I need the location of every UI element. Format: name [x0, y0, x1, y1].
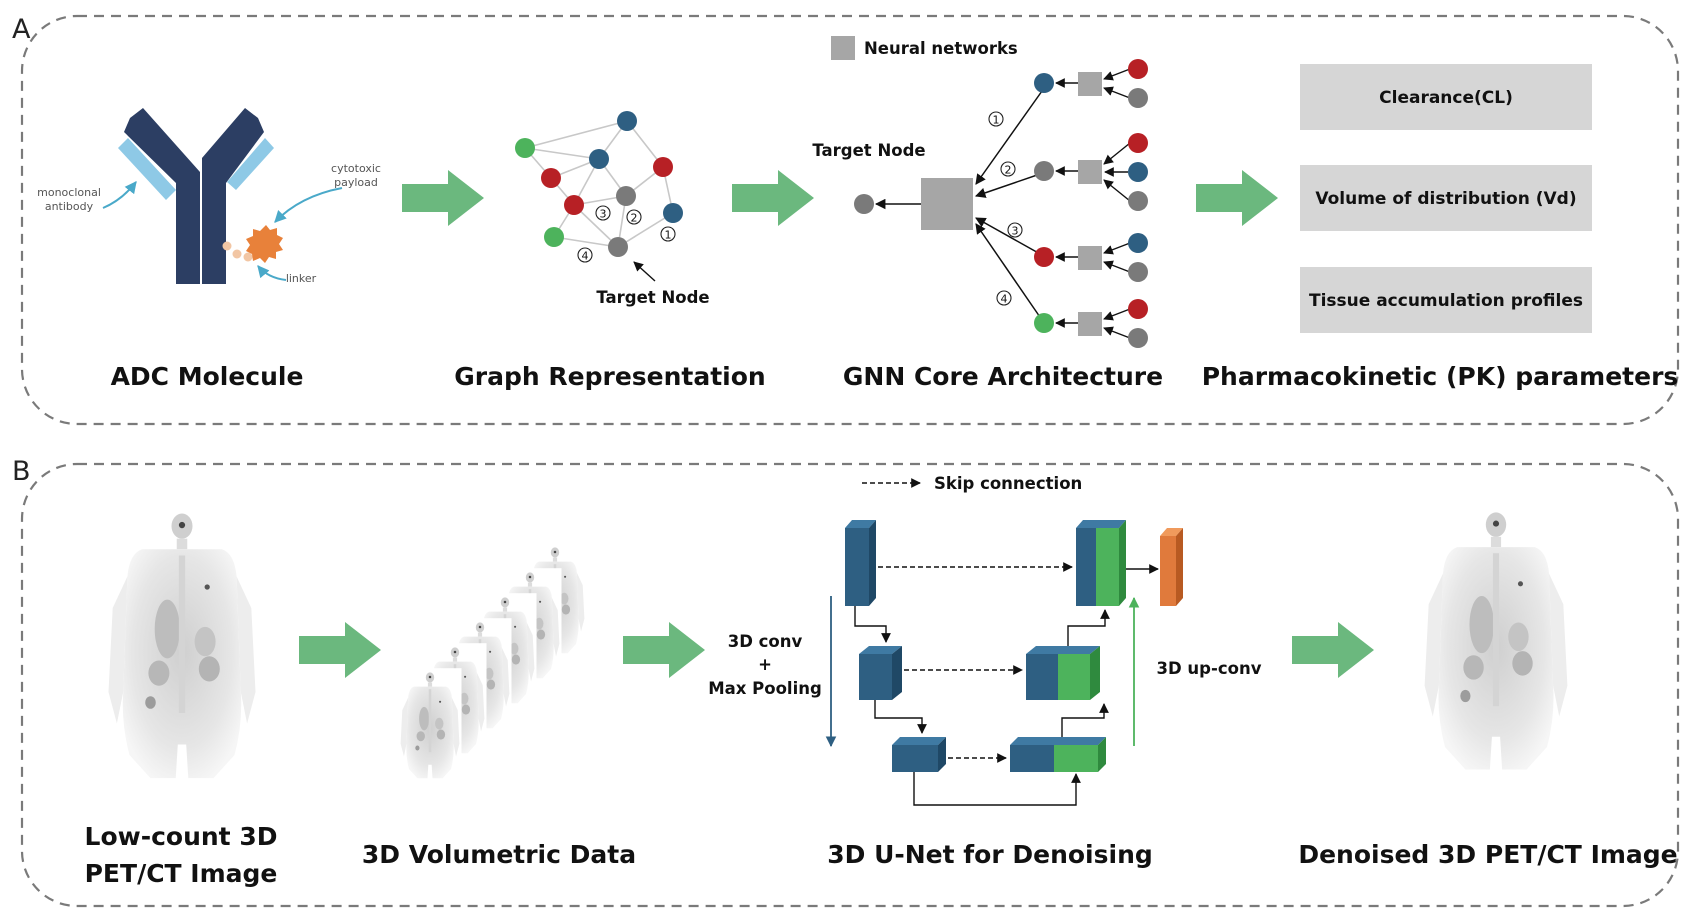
graph-node	[564, 195, 584, 215]
svg-text:1: 1	[665, 229, 672, 242]
caption-lowcount-line2: PET/CT Image	[85, 859, 278, 888]
pk-clearance-label: Clearance(CL)	[1379, 88, 1513, 108]
payload-pointer	[274, 187, 343, 223]
graph-node	[663, 203, 683, 223]
antibody-right-arm	[202, 108, 264, 284]
gnn-target-node	[854, 194, 874, 214]
caption-graph-representation: Graph Representation	[454, 362, 765, 391]
pk-tissue-box	[1300, 267, 1592, 333]
flow-arrow	[1292, 622, 1374, 678]
flow-arrow	[1196, 170, 1278, 226]
panel-b-letter: B	[12, 456, 31, 487]
output-block	[1160, 528, 1183, 606]
svg-text:4: 4	[582, 250, 589, 263]
linker-pointer	[257, 265, 287, 281]
svg-text:1: 1	[993, 114, 1000, 127]
graph-node	[515, 138, 535, 158]
flow-arrow	[402, 170, 484, 226]
neighbor-row-1	[1034, 59, 1148, 108]
caption-pk-parameters: Pharmacokinetic (PK) parameters	[1202, 362, 1679, 391]
skip-connection-label: Skip connection	[934, 474, 1082, 493]
pk-volume-label: Volume of distribution (Vd)	[1315, 189, 1576, 209]
svg-text:4: 4	[1001, 293, 1008, 306]
antibody-light-chain-right	[227, 138, 274, 190]
gnn-target-node-label: Target Node	[812, 141, 925, 160]
conv-label-line3: Max Pooling	[708, 679, 822, 698]
graph-target-node-label: Target Node	[596, 288, 709, 307]
gnn-architecture: Neural networks Target Node 1 2 3 4	[812, 36, 1148, 348]
graph-representation: 3 2 1 4 Target Node	[515, 111, 710, 307]
antibody-light-chain-left	[118, 138, 176, 200]
volumetric-slice-stack	[398, 543, 587, 782]
caption-volumetric-data: 3D Volumetric Data	[362, 840, 636, 869]
svg-text:2: 2	[1005, 164, 1012, 177]
conv-label-line2: +	[758, 655, 772, 674]
linker-bead	[232, 249, 242, 259]
decoder-block-2	[1026, 646, 1100, 700]
neighbor-row-3	[1034, 233, 1148, 282]
conv-label-line1: 3D conv	[728, 632, 803, 651]
upconv-label: 3D up-conv	[1157, 659, 1262, 678]
flow-arrow	[732, 170, 814, 226]
caption-gnn-core-architecture: GNN Core Architecture	[843, 362, 1163, 391]
panel-a-border	[20, 14, 1680, 426]
target-node-pointer	[633, 261, 656, 282]
panel-b: B Skip connection	[12, 456, 1680, 908]
decoder-block-1	[1076, 520, 1126, 606]
unet-diagram: Skip connection	[708, 474, 1262, 806]
denoised-pet-image	[1424, 512, 1568, 770]
caption-unet-denoising: 3D U-Net for Denoising	[827, 840, 1153, 869]
neighbor-row-4	[1034, 299, 1148, 348]
antibody-pointer	[102, 181, 137, 209]
pk-volume-box	[1300, 165, 1592, 231]
caption-denoised-pet: Denoised 3D PET/CT Image	[1298, 840, 1677, 869]
graph-node	[653, 157, 673, 177]
graph-node	[616, 186, 636, 206]
central-neural-network-box	[921, 178, 973, 230]
graph-node	[617, 111, 637, 131]
caption-lowcount-line1: Low-count 3D	[85, 822, 278, 851]
antibody-left-arm	[124, 108, 200, 284]
neighbor-row-2	[1034, 133, 1148, 211]
decoder-block-3	[1010, 737, 1106, 772]
svg-text:3: 3	[1012, 225, 1019, 238]
graph-node	[589, 149, 609, 169]
encoder-block-2	[859, 646, 902, 700]
pk-tissue-label: Tissue accumulation profiles	[1309, 291, 1583, 311]
svg-text:2: 2	[631, 212, 638, 225]
linker-bead	[222, 241, 232, 251]
linker-label: linker	[286, 272, 317, 285]
encoder-block-3	[892, 737, 946, 772]
payload-icon	[246, 225, 283, 263]
graph-node	[541, 168, 561, 188]
gnn-hop-labels: 1 2 3 4	[988, 111, 1023, 306]
neural-networks-legend-swatch	[831, 36, 855, 60]
cytotoxic-label: cytotoxic	[331, 162, 381, 175]
panel-a: A monoclonal antibody cytotoxic payload …	[12, 14, 1680, 426]
low-count-pet-image	[108, 513, 256, 779]
svg-text:3: 3	[600, 208, 607, 221]
flow-arrow	[623, 622, 705, 678]
panel-a-letter: A	[12, 14, 31, 45]
graph-node	[544, 227, 564, 247]
pk-parameters: Clearance(CL) Volume of distribution (Vd…	[1300, 64, 1592, 333]
encoder-block-1	[845, 520, 876, 606]
payload-label: payload	[334, 176, 378, 189]
adc-molecule-illustration: monoclonal antibody cytotoxic payload li…	[37, 108, 381, 285]
neural-networks-legend-label: Neural networks	[864, 39, 1018, 58]
panel-b-border	[20, 462, 1680, 908]
monoclonal-label: monoclonal	[37, 186, 101, 199]
flow-arrow	[299, 622, 381, 678]
linker-bead	[243, 252, 253, 262]
graph-hop-labels: 3 2 1 4	[577, 205, 676, 263]
caption-adc-molecule: ADC Molecule	[111, 362, 304, 391]
pk-clearance-box	[1300, 64, 1592, 130]
antibody-label: antibody	[45, 200, 94, 213]
graph-target-node	[608, 237, 628, 257]
